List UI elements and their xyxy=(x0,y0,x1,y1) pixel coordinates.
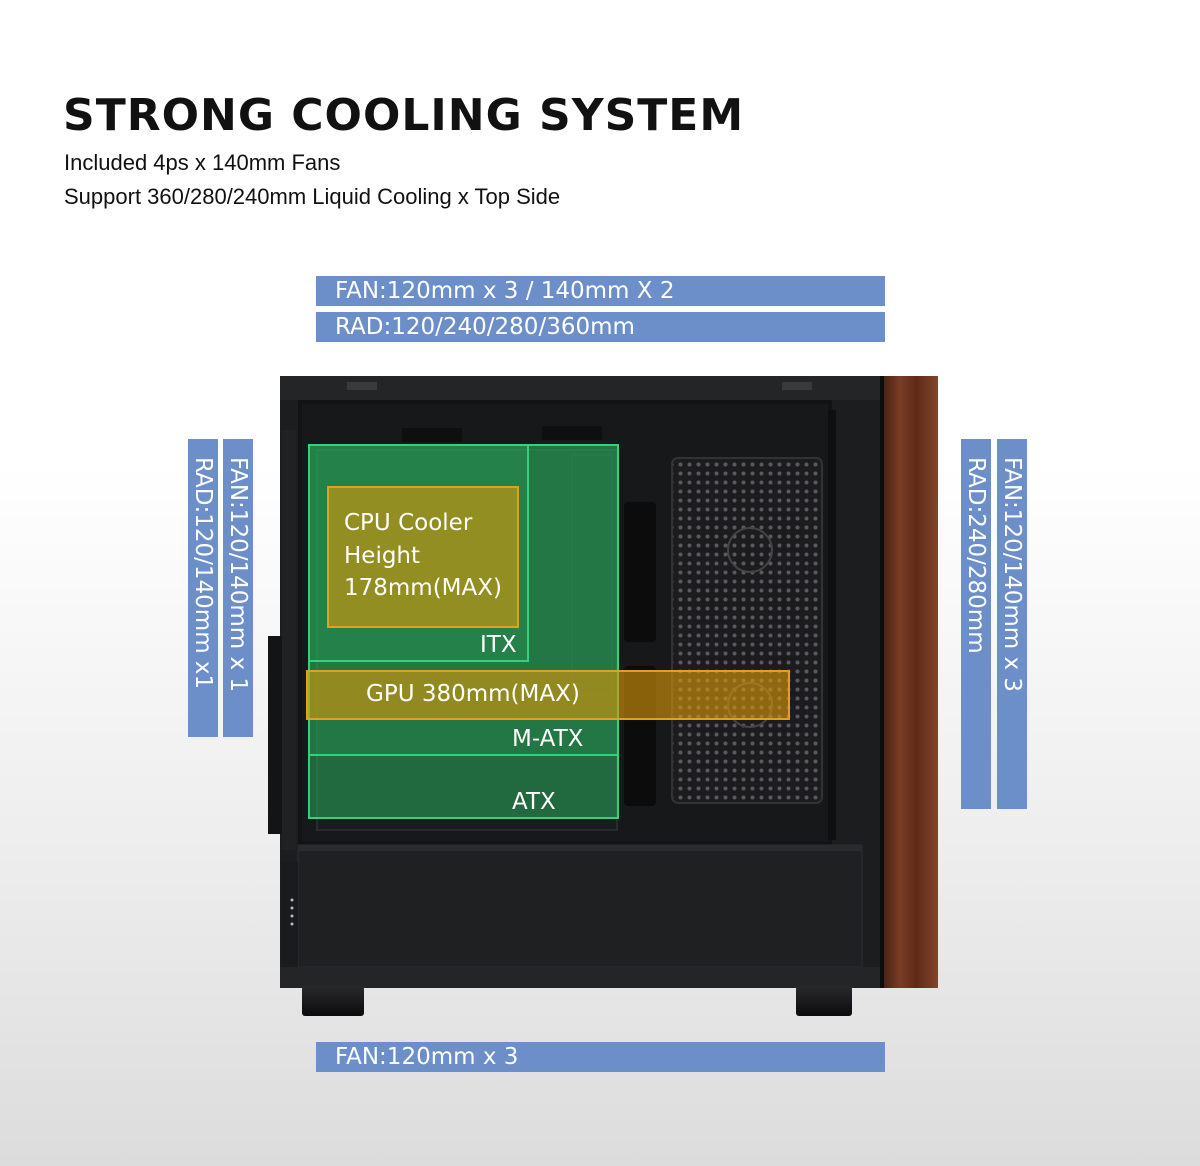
liquid-cooling-text: Support 360/280/240mm Liquid Cooling x T… xyxy=(64,184,561,209)
left-fan-label: FAN:120/140mm x 1 xyxy=(225,457,251,693)
page-title: STRONG COOLING SYSTEM xyxy=(63,90,745,141)
cpu-cooler-area xyxy=(327,486,519,628)
cpu-cooler-label-line2: Height xyxy=(344,543,421,569)
left-fan-bar: FAN:120/140mm x 1 xyxy=(223,439,253,737)
left-rad-bar: RAD:120/140mm x1 xyxy=(188,439,218,737)
right-fan-label: FAN:120/140mm x 3 xyxy=(999,457,1025,693)
gpu-label: GPU 380mm(MAX) xyxy=(366,681,580,707)
itx-label: ITX xyxy=(480,632,517,658)
right-fan-bar: FAN:120/140mm x 3 xyxy=(997,439,1027,809)
right-rad-bar: RAD:240/280mm xyxy=(961,439,991,809)
bottom-fan-bar: FAN:120mm x 3 xyxy=(316,1042,885,1072)
top-rad-bar: RAD:120/240/280/360mm xyxy=(316,312,885,342)
atx-label: ATX xyxy=(512,789,556,815)
gpu-length-area xyxy=(306,670,790,720)
right-rad-label: RAD:240/280mm xyxy=(963,457,989,654)
left-rad-label: RAD:120/140mm x1 xyxy=(190,457,216,690)
top-fan-bar: FAN:120mm x 3 / 140mm X 2 xyxy=(316,276,885,306)
fans-included-text: Included 4ps x 140mm Fans xyxy=(64,150,341,175)
cpu-cooler-label-line1: CPU Cooler xyxy=(344,510,473,536)
matx-label: M-ATX xyxy=(512,726,584,752)
cpu-cooler-label-line3: 178mm(MAX) xyxy=(344,575,502,601)
